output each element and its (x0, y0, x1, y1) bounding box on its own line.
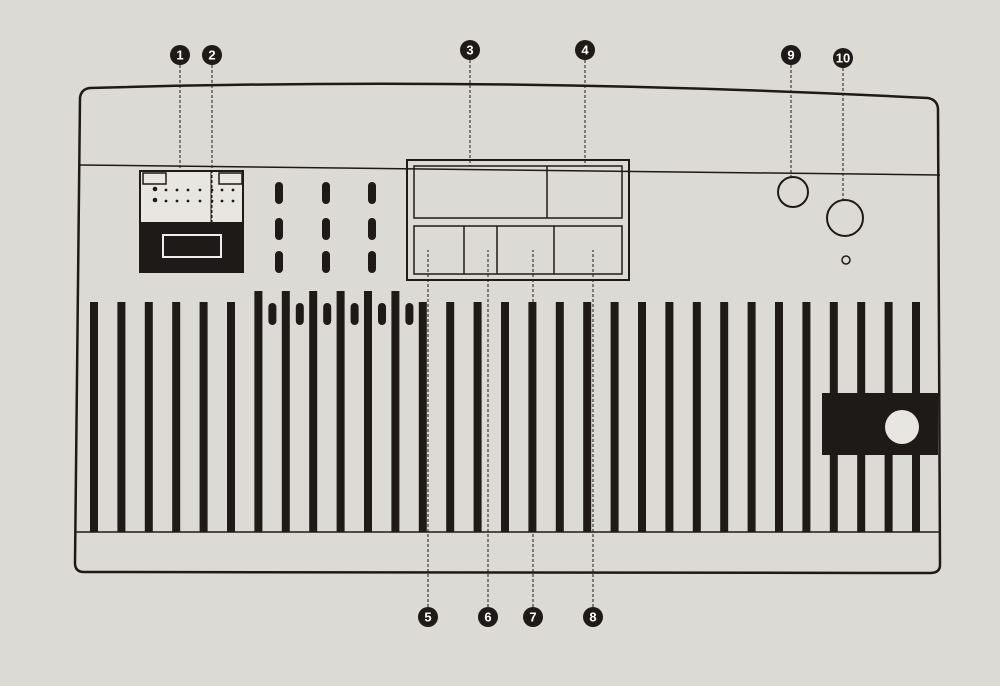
pin (231, 188, 235, 192)
callout-circle (523, 607, 543, 627)
vent-hole (368, 218, 376, 240)
slat (364, 291, 372, 532)
vent-hole (275, 251, 283, 273)
vent-hole (378, 303, 386, 325)
slat (90, 302, 98, 532)
vent-hole (268, 303, 277, 325)
slat (254, 291, 263, 532)
vent-hole (368, 182, 376, 204)
pin (231, 199, 235, 203)
slat (501, 302, 509, 532)
slat (638, 302, 646, 532)
slat (336, 291, 345, 532)
slat (583, 302, 592, 532)
vent-hole (322, 218, 330, 240)
slat (610, 302, 619, 532)
callout-number: 5 (424, 610, 431, 625)
vent-holes (275, 182, 376, 273)
pin (175, 188, 179, 192)
callout-circle (170, 45, 190, 65)
pin (220, 199, 224, 203)
pin (152, 197, 158, 203)
pin (186, 188, 190, 192)
vent-hole (295, 303, 304, 325)
slat (473, 302, 482, 532)
pin (198, 188, 202, 192)
pin (164, 188, 168, 192)
vent-hole (368, 251, 376, 273)
callout-number: 1 (176, 48, 183, 63)
callout-1: 1 (170, 45, 190, 65)
callout-3: 3 (460, 40, 480, 60)
top-edge-line (79, 164, 941, 176)
slat (418, 302, 427, 532)
callout-10: 10 (833, 48, 853, 68)
vent-hole (405, 303, 414, 325)
pin (186, 199, 190, 203)
callout-circle (583, 607, 603, 627)
jack-10 (826, 199, 864, 237)
callout-circle (575, 40, 595, 60)
slat (747, 302, 756, 532)
vent-hole (322, 182, 330, 204)
callout-circle (478, 607, 498, 627)
callout-number: 4 (581, 43, 589, 58)
callout-number: 7 (529, 610, 536, 625)
vent-hole (275, 218, 283, 240)
slat (720, 302, 729, 532)
callout-8: 8 (583, 607, 603, 627)
slat (446, 302, 455, 532)
vent-hole (350, 303, 359, 325)
slat (199, 302, 208, 532)
slat (117, 302, 126, 532)
callout-circle (781, 45, 801, 65)
callout-circle (418, 607, 438, 627)
slat (281, 291, 290, 532)
callout-4: 4 (575, 40, 595, 60)
vent-hole (323, 303, 332, 325)
pin (175, 199, 179, 203)
callout-number: 6 (484, 610, 491, 625)
vent-hole (322, 251, 330, 273)
slat (775, 302, 783, 532)
pin (198, 199, 202, 203)
callout-5: 5 (418, 607, 438, 627)
slat (309, 291, 318, 532)
callout-2: 2 (202, 45, 222, 65)
pin (152, 186, 158, 192)
slat (172, 302, 181, 532)
connector-block (139, 170, 244, 273)
slat (692, 302, 701, 532)
callout-number: 8 (589, 610, 596, 625)
callout-circle (833, 48, 853, 68)
slat (665, 302, 674, 532)
slat (528, 302, 537, 532)
power-socket (885, 410, 919, 444)
device-outline (73, 82, 942, 575)
callout-number: 3 (466, 43, 473, 58)
cooling-slats (90, 291, 920, 532)
slat (391, 291, 400, 532)
callout-number: 2 (208, 48, 215, 63)
slot-frame (406, 159, 630, 281)
callout-circle (202, 45, 222, 65)
slat (227, 302, 235, 532)
callout-number: 9 (787, 48, 794, 63)
pin (220, 188, 224, 192)
callout-7: 7 (523, 607, 543, 627)
power-plate (822, 393, 938, 455)
jack-9 (777, 176, 809, 208)
indicator-hole (841, 255, 851, 265)
slat (555, 302, 564, 532)
callout-number: 10 (836, 51, 850, 66)
pin (164, 199, 168, 203)
slat (802, 302, 811, 532)
callout-9: 9 (781, 45, 801, 65)
vent-hole (275, 182, 283, 204)
callout-circle (460, 40, 480, 60)
slat (144, 302, 153, 532)
callout-6: 6 (478, 607, 498, 627)
